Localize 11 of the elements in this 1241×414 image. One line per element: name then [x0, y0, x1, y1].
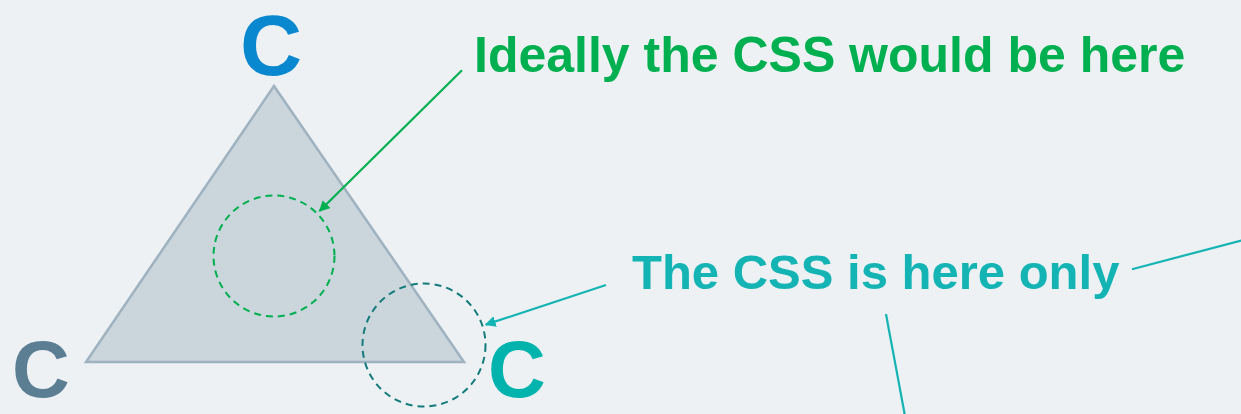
- callout-text: The CSS is here only: [632, 248, 1130, 304]
- arrow: [484, 283, 607, 327]
- arrow: [318, 69, 463, 212]
- vertex-letter: C: [12, 330, 70, 410]
- leader-line: [1131, 238, 1241, 271]
- dashed-circle: [361, 282, 487, 408]
- vertex-letter: C: [240, 2, 303, 88]
- leader-line: [884, 313, 907, 414]
- dashed-circle: [212, 194, 336, 318]
- vertex-letter: C: [488, 330, 546, 410]
- callout-text: Ideally the CSS would be here: [474, 30, 1214, 86]
